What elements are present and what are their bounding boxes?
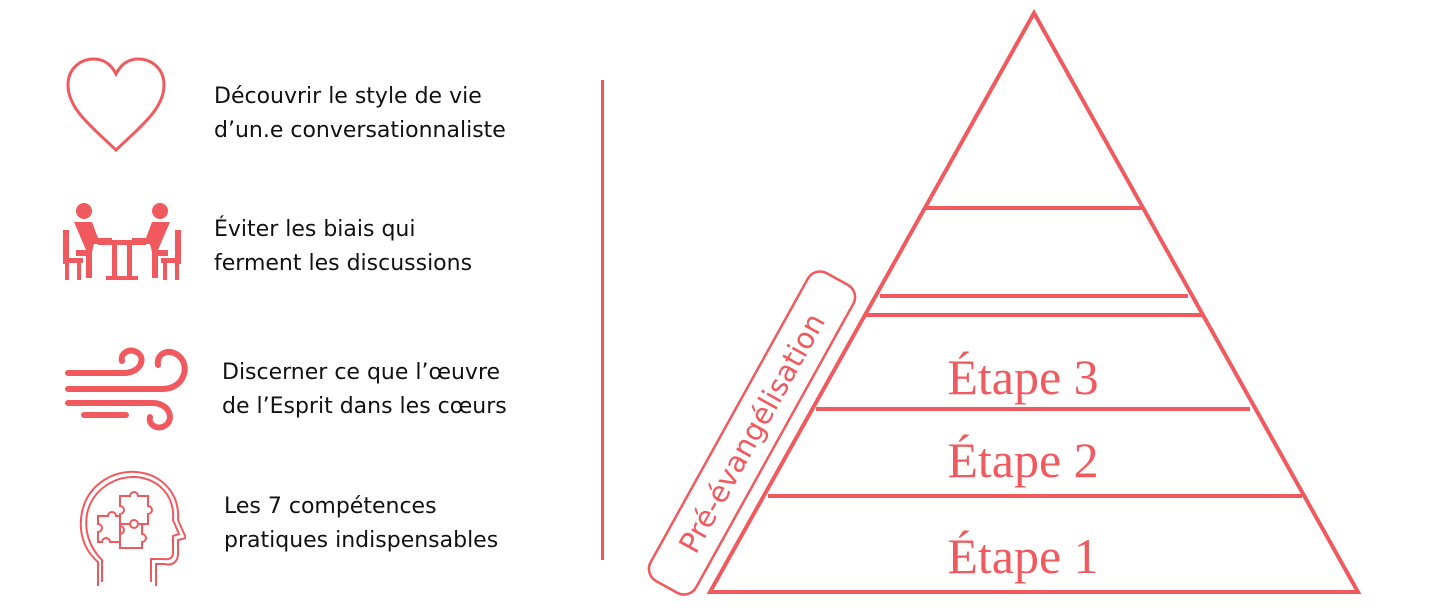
item-3-line-1: Discerner ce que l’œuvre	[222, 360, 501, 385]
stage-2-label: Étape 2	[947, 432, 1098, 488]
item-1-line-2: d’un.e conversationnaliste	[214, 118, 506, 143]
item-4-line-2: pratiques indispensables	[224, 528, 499, 553]
item-text-1: Découvrir le style de vie d’un.e convers…	[214, 80, 506, 148]
wind-icon	[65, 347, 188, 431]
item-text-4: Les 7 compétences pratiques indispensabl…	[224, 490, 498, 558]
item-1-line-1: Découvrir le style de vie	[214, 84, 482, 109]
item-2-line-1: Éviter les biais qui	[214, 217, 416, 242]
people-at-table-icon	[63, 203, 181, 280]
head-puzzle-icon	[79, 470, 186, 586]
heart-icon	[66, 57, 166, 153]
item-text-3: Discerner ce que l’œuvre de l’Esprit dan…	[222, 356, 507, 424]
stage-1-label: Étape 1	[947, 528, 1098, 584]
item-4-line-1: Les 7 compétences	[224, 494, 437, 519]
vertical-divider	[601, 80, 604, 560]
stage-3-label: Étape 3	[947, 349, 1098, 405]
item-text-2: Éviter les biais qui ferment les discuss…	[214, 213, 472, 281]
pre-evangelisation-badge: Pré-évangélisation	[647, 270, 857, 596]
item-2-line-2: ferment les discussions	[214, 251, 473, 276]
item-3-line-2: de l’Esprit dans les cœurs	[222, 394, 507, 419]
pyramid-outline	[706, 8, 1362, 594]
